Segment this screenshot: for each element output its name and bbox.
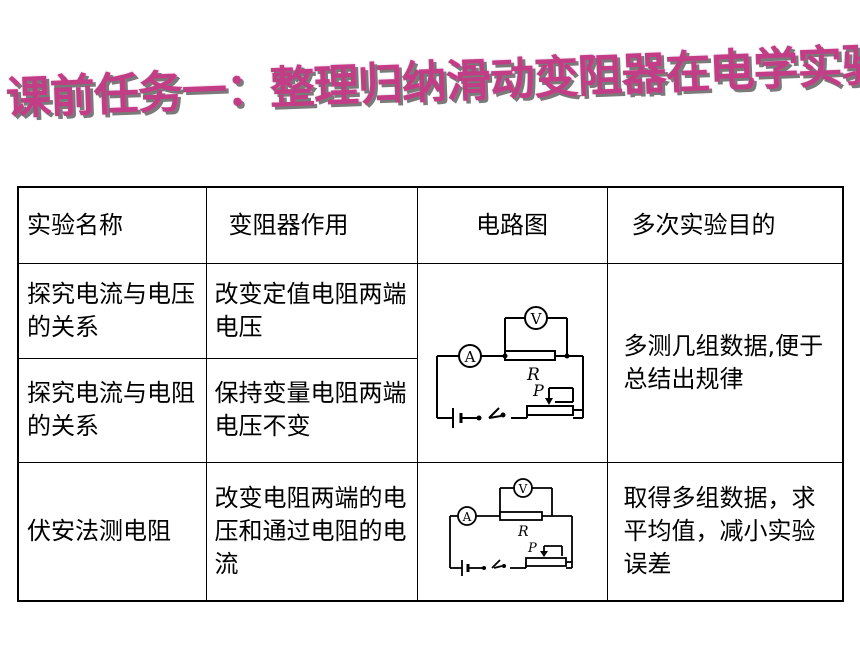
slider-label: P bbox=[532, 381, 544, 400]
row1-experiment-name: 探究电流与电压的关系 bbox=[17, 262, 207, 359]
table-row: 探究电流与电阻的关系 保持变量电阻两端电压不变 bbox=[17, 357, 843, 463]
row3-rheostat-role: 改变电阻两端的电压和通过电阻的电流 bbox=[205, 461, 418, 602]
rheostat-icon bbox=[525, 557, 567, 568]
merged-purpose: 多测几组数据,便于总结出规律 bbox=[606, 262, 844, 463]
row3-purpose: 取得多组数据，求平均值，减小实验误差 bbox=[606, 461, 844, 602]
circuit-diagram-1: A V R P bbox=[436, 305, 584, 428]
header-circuit: 电路图 bbox=[416, 186, 608, 264]
row3-experiment-name: 伏安法测电阻 bbox=[17, 461, 207, 602]
voltmeter-icon bbox=[513, 478, 533, 499]
voltmeter-label: V bbox=[530, 310, 543, 328]
row2-rheostat-role: 保持变量电阻两端电压不变 bbox=[205, 357, 418, 463]
circuit-diagram-cell-2: A V R P bbox=[416, 461, 608, 602]
table-row: 伏安法测电阻 改变电阻两端的电压和通过电阻的电流 bbox=[17, 461, 844, 602]
resistor-label: R bbox=[526, 365, 540, 385]
slider-label: P bbox=[527, 541, 537, 556]
experiment-table: 实验名称 变阻器作用 电路图 多次实验目的 探究电流与电压的关系 改变定值电阻两… bbox=[17, 186, 844, 602]
circuit-diagram-cell-1: A V R P bbox=[416, 262, 608, 463]
ammeter-label: A bbox=[464, 348, 476, 366]
ammeter-label: A bbox=[462, 510, 472, 524]
header-experiment-name: 实验名称 bbox=[17, 186, 207, 264]
table-header-row: 实验名称 变阻器作用 电路图 多次实验目的 bbox=[17, 186, 844, 264]
resistor-icon bbox=[504, 349, 556, 361]
row2-experiment-name: 探究电流与电阻的关系 bbox=[17, 357, 207, 463]
rheostat-icon bbox=[526, 404, 574, 416]
resistor-icon bbox=[499, 511, 543, 522]
table-row: 探究电流与电压的关系 改变定值电阻两端电压 bbox=[17, 262, 844, 463]
resistor-label: R bbox=[517, 524, 529, 540]
voltmeter-icon bbox=[524, 305, 548, 330]
slide-title: 课前任务一：整理归纳滑动变阻器在电学实验中的作用 bbox=[5, 31, 860, 144]
slide-title-text: 课前任务一：整理归纳滑动变阻器在电学实验中的作用 bbox=[4, 31, 860, 125]
header-purpose: 多次实验目的 bbox=[606, 186, 844, 264]
circuit-diagram-2: A V R P bbox=[449, 478, 573, 577]
voltmeter-label: V bbox=[518, 482, 528, 496]
row1-rheostat-role: 改变定值电阻两端电压 bbox=[205, 262, 418, 359]
ammeter-icon bbox=[458, 343, 482, 368]
header-rheostat-role: 变阻器作用 bbox=[205, 186, 418, 264]
ammeter-icon bbox=[457, 506, 477, 527]
